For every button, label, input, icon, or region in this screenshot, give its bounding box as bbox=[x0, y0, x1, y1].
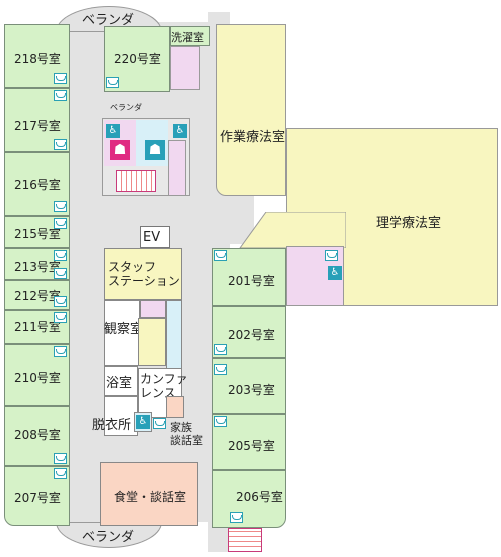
bath-icon bbox=[54, 468, 67, 479]
bath-icon bbox=[106, 77, 119, 88]
dressing-label: 脱衣所 bbox=[92, 418, 132, 433]
dressing-room[interactable] bbox=[104, 396, 138, 436]
dining-room[interactable] bbox=[100, 462, 198, 526]
bath-icon bbox=[54, 268, 67, 279]
bath-icon bbox=[214, 416, 227, 427]
bath-icon bbox=[54, 218, 67, 229]
staff-station[interactable] bbox=[104, 248, 182, 300]
bath-icon bbox=[54, 453, 67, 464]
wheelchair-icon: ♿ bbox=[328, 266, 342, 280]
wheelchair-icon: ♿ bbox=[136, 415, 150, 429]
wheelchair-icon: ♿ bbox=[106, 124, 120, 138]
observation-room[interactable] bbox=[104, 300, 140, 366]
room-label-212: 212号室 bbox=[14, 289, 61, 303]
dining-label: 食堂・談話室 bbox=[114, 490, 187, 504]
bath-icon bbox=[230, 512, 243, 523]
bath-icon bbox=[153, 418, 166, 429]
observation-label: 観察室 bbox=[104, 322, 144, 337]
wheelchair-icon: ♿ bbox=[173, 124, 187, 138]
room-label-218: 218号室 bbox=[14, 52, 61, 66]
bath-icon bbox=[54, 90, 67, 101]
room-label-216: 216号室 bbox=[14, 178, 61, 192]
laundry-annex bbox=[170, 46, 200, 90]
observation-yellow bbox=[138, 318, 166, 366]
bath-icon bbox=[214, 250, 227, 261]
room-label-207: 207号室 bbox=[14, 491, 61, 505]
veranda-small-label: ベランダ bbox=[110, 103, 142, 112]
room-label-201: 201号室 bbox=[228, 274, 275, 288]
ev-label: EV bbox=[143, 230, 161, 245]
room-label-205: 205号室 bbox=[228, 439, 275, 453]
veranda-top-label: ベランダ bbox=[82, 13, 135, 28]
bath-icon bbox=[54, 312, 67, 323]
pt-label: 理学療法室 bbox=[376, 216, 442, 231]
room-212[interactable] bbox=[4, 280, 70, 310]
bath-label: 浴室 bbox=[106, 376, 133, 391]
bath-icon bbox=[54, 201, 67, 212]
room-label-202: 202号室 bbox=[228, 328, 275, 342]
room-label-217: 217号室 bbox=[14, 119, 61, 133]
room-label-213: 213号室 bbox=[14, 260, 61, 274]
wc-women-icon: ☗ bbox=[145, 140, 165, 160]
elevator bbox=[140, 226, 170, 248]
toilet-pink-area bbox=[168, 140, 186, 196]
room-label-220: 220号室 bbox=[114, 52, 161, 66]
room-label-203: 203号室 bbox=[228, 383, 275, 397]
room-label-210: 210号室 bbox=[14, 371, 61, 385]
bath-icon bbox=[54, 250, 67, 261]
laundry-room[interactable] bbox=[170, 26, 210, 46]
bathroom[interactable] bbox=[104, 366, 138, 396]
laundry-label: 洗濯室 bbox=[171, 31, 204, 44]
pt-corridor-link bbox=[239, 212, 346, 248]
room-label-206: 206号室 bbox=[236, 490, 283, 504]
bath-icon bbox=[214, 344, 227, 355]
bath-icon bbox=[54, 296, 67, 307]
ot-room[interactable] bbox=[216, 24, 286, 196]
staff-station-label: スタッフ ステーション bbox=[108, 260, 180, 288]
veranda-bottom-label: ベランダ bbox=[82, 530, 135, 545]
room-label-211: 211号室 bbox=[14, 320, 61, 334]
bottom-stairs bbox=[228, 528, 262, 552]
bath-icon bbox=[214, 364, 227, 375]
room-label-215: 215号室 bbox=[14, 227, 61, 241]
stairs bbox=[116, 170, 156, 192]
bath-icon bbox=[325, 250, 338, 261]
wc-men-icon: ☗ bbox=[110, 140, 130, 160]
bath-icon bbox=[54, 139, 67, 150]
observation-cyan bbox=[166, 300, 182, 372]
ot-label: 作業療法室 bbox=[220, 130, 286, 145]
bath-icon bbox=[54, 346, 67, 357]
bath-icon bbox=[54, 73, 67, 84]
room-206[interactable] bbox=[212, 470, 286, 528]
family-room-peach bbox=[166, 396, 184, 418]
observation-pink bbox=[140, 300, 166, 318]
room-label-208: 208号室 bbox=[14, 428, 61, 442]
family-label: 家族 談話室 bbox=[170, 421, 203, 447]
